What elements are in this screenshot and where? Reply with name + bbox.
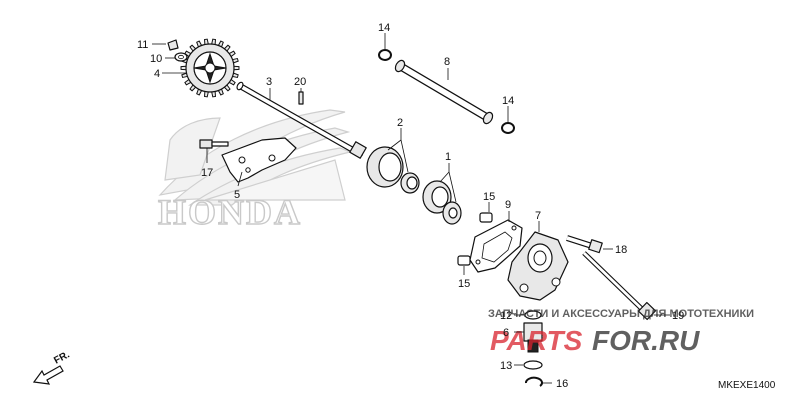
- o-ring-14-top: [378, 49, 392, 61]
- bolt-17: [199, 139, 229, 149]
- callout-13: 13: [500, 360, 512, 372]
- callout-14-top: 14: [378, 22, 390, 34]
- gasket-9: [469, 219, 523, 273]
- outer-rotor: [366, 146, 420, 194]
- callout-17: 17: [201, 167, 213, 179]
- washer-10-hole: [178, 54, 184, 60]
- site-watermark: ЗАПЧАСТИ И АКСЕССУАРЫ ДЛЯ МОТОТЕХНИКИ PA…: [488, 308, 754, 356]
- callout-3: 3: [266, 76, 272, 88]
- diagram-code: MKEXE1400: [718, 380, 776, 391]
- callout-5: 5: [234, 189, 240, 201]
- callout-20: 20: [294, 76, 306, 88]
- callout-10: 10: [150, 53, 162, 65]
- callout-12: 12: [500, 310, 512, 322]
- callout-1: 1: [445, 151, 451, 163]
- watermark-tagline: ЗАПЧАСТИ И АКСЕССУАРЫ ДЛЯ МОТОТЕХНИКИ: [488, 308, 754, 320]
- callout-16: 16: [556, 378, 568, 390]
- callout-4: 4: [154, 68, 160, 80]
- leader-lines: [152, 33, 670, 384]
- callout-2: 2: [397, 117, 403, 129]
- callout-11: 11: [137, 39, 148, 51]
- callout-15-bottom: 15: [458, 278, 470, 290]
- circlip-16: [525, 376, 543, 387]
- pump-body-7: [507, 231, 569, 301]
- relief-valve-6: [523, 322, 543, 353]
- guide-plate: [221, 137, 297, 183]
- brand-watermark-text: HONDA: [158, 192, 302, 232]
- bolt-18: [566, 235, 603, 254]
- dowel-pin-15-bottom: [457, 255, 471, 266]
- bolt-19: [582, 251, 657, 321]
- pin-20: [298, 91, 304, 105]
- front-arrow-icon: [32, 365, 64, 385]
- callout-7: 7: [535, 210, 541, 222]
- pump-shaft: [236, 81, 367, 159]
- pipe-8: [394, 59, 494, 125]
- washer-12: [524, 310, 542, 320]
- drive-gear: [180, 38, 240, 98]
- callouts: 11 10 4 3 20 17 5 2 1 8 14 14 15 15 9 7 …: [137, 22, 684, 390]
- callout-15-top: 15: [483, 191, 495, 203]
- clip-11: [167, 39, 179, 51]
- callout-18: 18: [615, 244, 627, 256]
- watermark-brand-black: FOR.RU: [592, 325, 700, 356]
- dowel-pin-15-top: [479, 212, 493, 223]
- callout-19: 19: [672, 310, 684, 322]
- callout-6: 6: [503, 327, 509, 339]
- callout-8: 8: [444, 56, 450, 68]
- callout-14-bottom: 14: [502, 95, 514, 107]
- inner-rotor: [422, 180, 462, 225]
- watermark-brand-red: PARTS: [490, 325, 583, 356]
- washer-13: [523, 360, 543, 370]
- front-marker-label: FR.: [52, 349, 72, 366]
- callout-9: 9: [505, 199, 511, 211]
- o-ring-14-bottom: [501, 122, 515, 134]
- front-direction-marker: FR.: [32, 349, 72, 385]
